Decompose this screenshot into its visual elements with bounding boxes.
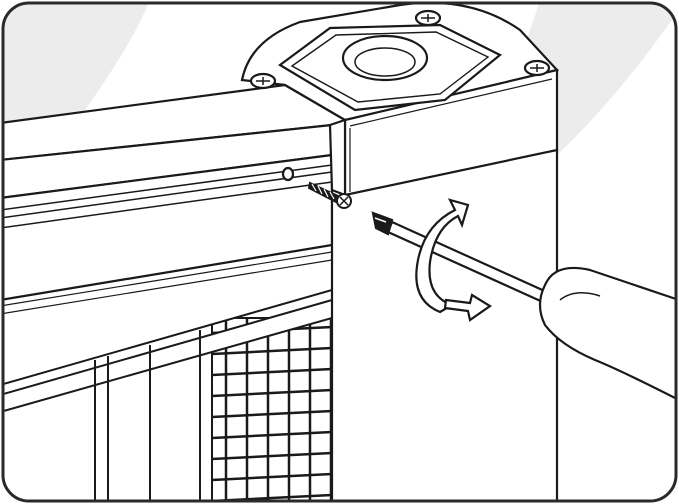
screw-icon bbox=[307, 181, 352, 209]
cap-screw bbox=[523, 59, 551, 77]
mesh-wire-horizontal bbox=[211, 367, 333, 377]
mesh-wire-horizontal bbox=[211, 346, 333, 356]
cap-screw bbox=[414, 9, 442, 27]
mesh-wire-horizontal bbox=[211, 451, 333, 461]
cap-screw bbox=[249, 72, 277, 90]
pilot-hole bbox=[281, 166, 295, 182]
vertical-post bbox=[330, 148, 559, 501]
corner-cap bbox=[240, 3, 560, 197]
mesh-wire-horizontal bbox=[211, 430, 333, 440]
mesh-wire-horizontal bbox=[211, 409, 333, 419]
rotation-arrow-icon bbox=[415, 198, 493, 322]
mesh-wire-horizontal bbox=[211, 472, 333, 482]
mesh-wire-horizontal bbox=[211, 388, 333, 398]
